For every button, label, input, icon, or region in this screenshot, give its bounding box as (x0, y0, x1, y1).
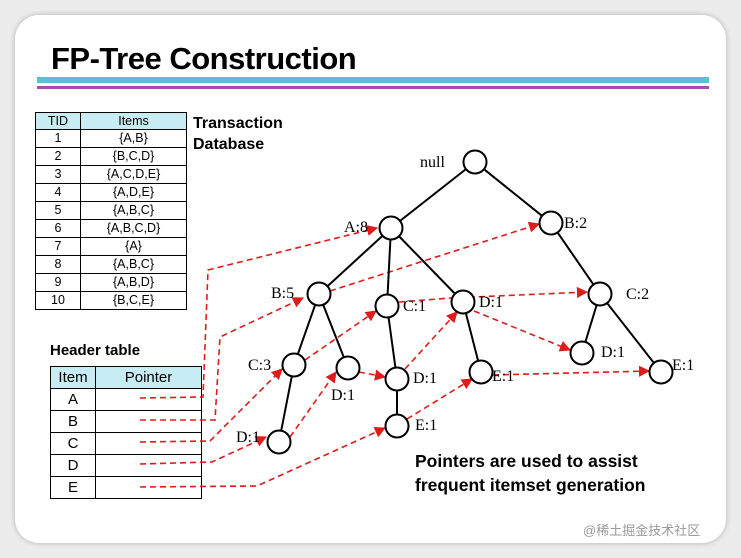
transaction-label-line1: Transaction (193, 115, 283, 132)
pointer-link-e (406, 378, 473, 420)
items-cell: {A,B,C} (80, 255, 187, 274)
tree-node (569, 340, 595, 366)
header-pointer-cell (95, 476, 202, 499)
transaction-database-label: Transaction Database (193, 113, 283, 155)
tree-edge (322, 304, 345, 358)
tree-node-label: C:2 (626, 286, 649, 303)
header-table-row: C (50, 432, 202, 455)
tree-node (266, 429, 292, 455)
tree-node-label: C:1 (403, 298, 426, 315)
table-row: 10{B,C,E} (35, 291, 187, 310)
tree-node-label: D:1 (331, 387, 355, 404)
pointer-link-d (404, 311, 458, 370)
tree-edge (464, 312, 480, 362)
items-cell: {B,C,E} (80, 291, 187, 310)
pointer-link-d (358, 369, 387, 381)
tid-column-header: TID (35, 112, 81, 130)
tree-edge (280, 376, 293, 431)
pointer-link-e (492, 365, 651, 377)
tree-node-label: D:1 (479, 294, 503, 311)
tree-edge (399, 168, 467, 222)
tree-node-label: B:5 (271, 285, 294, 302)
table-row: 2{B,C,D} (35, 147, 187, 166)
tree-node (538, 210, 564, 236)
pointer-link-c (398, 286, 589, 303)
tree-node-label: D:1 (236, 429, 260, 446)
tree-node (462, 149, 488, 175)
tree-node (648, 359, 674, 385)
tree-node (335, 355, 361, 381)
tree-node-label: D:1 (413, 370, 437, 387)
tree-edge (584, 304, 598, 343)
table-row: 8{A,B,C} (35, 255, 187, 274)
pointer-column-header: Pointer (95, 366, 202, 389)
note-line1: Pointers are used to assist (415, 451, 638, 471)
tree-node (384, 366, 410, 392)
pointer-link-b (140, 297, 305, 421)
tree-node-label: B:2 (564, 215, 587, 232)
pointer-link-c (304, 310, 377, 361)
tree-edge (398, 235, 456, 295)
pointer-note: Pointers are used to assist frequent ite… (415, 449, 645, 497)
pointer-link-d (139, 436, 268, 465)
table-row: 1{A,B} (35, 129, 187, 148)
tree-node (384, 413, 410, 439)
tree-node (468, 359, 494, 385)
tree-node-label: A:8 (344, 219, 368, 236)
tree-edge (296, 304, 317, 355)
transaction-table: TID Items 1{A,B}2{B,C,D}3{A,C,D,E}4{A,D,… (35, 112, 187, 310)
pointer-links (139, 221, 651, 488)
tree-node (374, 293, 400, 319)
note-line2: frequent itemset generation (415, 475, 646, 495)
tree-edge (483, 168, 543, 217)
tree-node-label: D:1 (601, 344, 625, 361)
tree-edge (606, 302, 655, 364)
tree-node-label: E:1 (672, 357, 694, 374)
title-divider-purple (37, 86, 709, 89)
header-item-cell: E (50, 476, 96, 499)
header-table-row: B (50, 410, 202, 433)
tree-node (450, 289, 476, 315)
tree-edge (326, 235, 384, 287)
tree-edge (386, 239, 392, 295)
tree-node-label: E:1 (492, 368, 514, 385)
tree-node (306, 281, 332, 307)
header-table-row: D (50, 454, 202, 477)
tree-edge (556, 231, 595, 286)
tree-node (378, 215, 404, 241)
header-table-row: E (50, 476, 202, 499)
pointer-link-a (139, 224, 379, 399)
pointer-link-d (289, 371, 337, 438)
table-row: 3{A,C,D,E} (35, 165, 187, 184)
tree-edges (280, 168, 655, 431)
tree-node-label: E:1 (415, 417, 437, 434)
tree-node (587, 281, 613, 307)
header-table-label: Header table (50, 342, 141, 359)
transaction-table-body: 1{A,B}2{B,C,D}3{A,C,D,E}4{A,D,E}5{A,B,C}… (35, 129, 187, 310)
page-title: FP-Tree Construction (51, 41, 357, 76)
pointer-link-c (139, 368, 283, 443)
tree-edge (387, 317, 397, 368)
title-divider-blue (37, 77, 709, 83)
transaction-label-line2: Database (193, 136, 265, 153)
items-cell: {A,B} (80, 129, 187, 148)
slide: FP-Tree Construction TID Items 1{A,B}2{B… (15, 15, 726, 543)
pointer-link-d (473, 310, 572, 352)
pointer-link-e (139, 427, 387, 488)
tree-node-label: C:3 (248, 357, 271, 374)
tree-node-label: null (420, 154, 445, 171)
items-column-header: Items (80, 112, 187, 130)
pointer-link-b (329, 221, 541, 292)
watermark: @稀土掘金技术社区 (583, 523, 701, 538)
tree-node (281, 352, 307, 378)
